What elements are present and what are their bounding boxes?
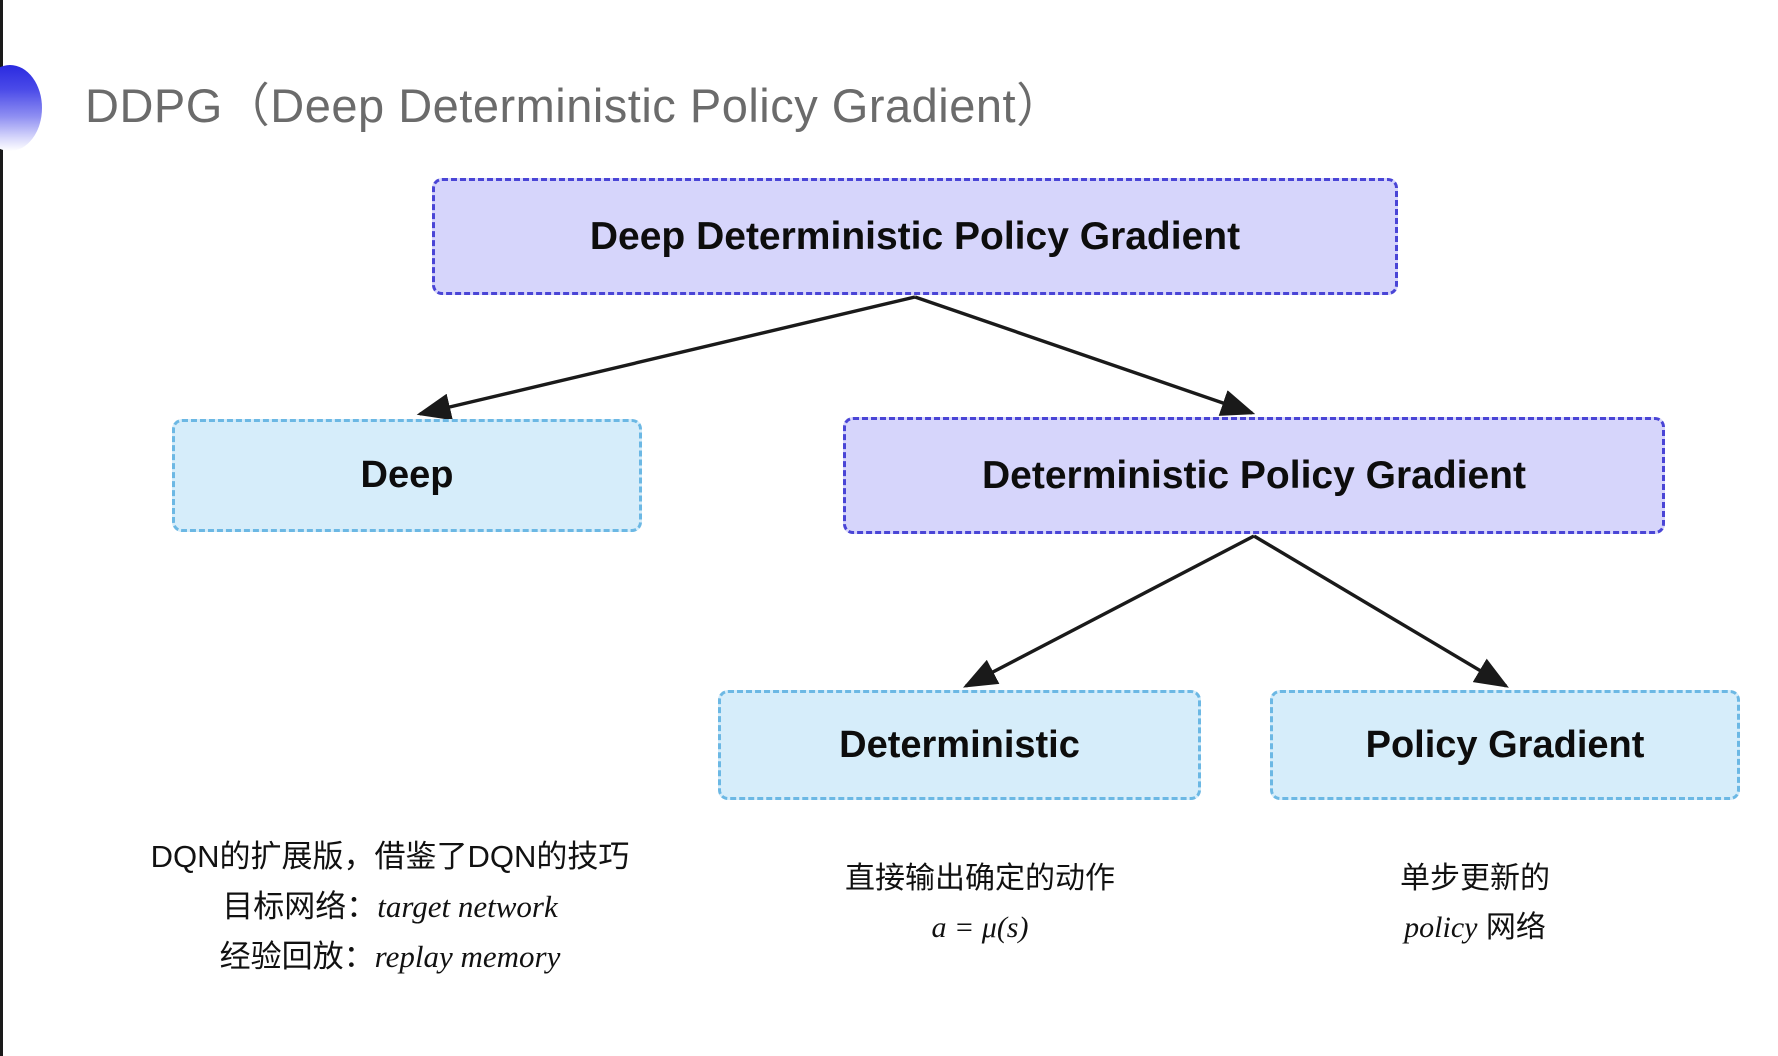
- diagram-node-policy-gradient[interactable]: Policy Gradient: [1270, 690, 1740, 800]
- diagram-node-deep[interactable]: Deep: [172, 419, 642, 532]
- gradient-circle-bullet-icon: [0, 65, 42, 151]
- annotation-deep-line1: DQN的扩展版，借鉴了DQN的技巧: [150, 839, 630, 874]
- diagram-node-root[interactable]: Deep Deterministic Policy Gradient: [432, 178, 1398, 295]
- annotation-policy-gradient-line2-suffix: 网络: [1477, 910, 1546, 944]
- diagram-node-deep-label: Deep: [360, 454, 454, 496]
- diagram-node-deterministic-label: Deterministic: [839, 723, 1080, 766]
- diagram-node-dpg[interactable]: Deterministic Policy Gradient: [843, 417, 1665, 534]
- annotation-deep-line2-label: 目标网络：: [222, 889, 378, 925]
- annotation-deep-line3-label: 经验回放：: [219, 939, 375, 975]
- annotation-policy-gradient: 单步更新的 policy 网络: [1290, 855, 1660, 952]
- annotation-deep-line2: 目标网络：target network: [110, 882, 670, 932]
- annotation-deterministic-formula: a = μ(s): [931, 910, 1029, 944]
- annotation-deep-line3: 经验回放：replay memory: [110, 932, 670, 982]
- edge-root-to-deep: [416, 295, 916, 421]
- annotation-policy-gradient-line2-value: policy: [1404, 910, 1478, 944]
- annotation-policy-gradient-line1: 单步更新的: [1400, 862, 1550, 895]
- diagram-node-root-label: Deep Deterministic Policy Gradient: [589, 214, 1241, 258]
- annotation-deep: DQN的扩展版，借鉴了DQN的技巧 目标网络：target network 经验…: [110, 832, 670, 983]
- annotation-policy-gradient-line2: policy 网络: [1290, 904, 1660, 953]
- annotation-deterministic-line1: 直接输出确定的动作: [845, 862, 1115, 895]
- diagram-node-dpg-label: Deterministic Policy Gradient: [981, 453, 1526, 497]
- slide-title-row: DDPG（Deep Deterministic Policy Gradient）: [0, 62, 1400, 154]
- diagram-node-policy-gradient-label: Policy Gradient: [1365, 723, 1645, 766]
- annotation-deterministic: 直接输出确定的动作 a = μ(s): [770, 855, 1190, 952]
- edge-root-to-dpg: [914, 295, 1256, 416]
- diagram-node-deterministic[interactable]: Deterministic: [718, 690, 1201, 800]
- left-edge-border: [0, 0, 3, 1056]
- edge-dpg-to-policy-gradient: [1253, 534, 1509, 688]
- page-title: DDPG（Deep Deterministic Policy Gradient）: [85, 79, 1064, 132]
- edge-dpg-to-deterministic: [962, 534, 1255, 688]
- annotation-deep-line3-value: replay memory: [374, 939, 561, 975]
- annotation-deep-line2-value: target network: [377, 889, 558, 925]
